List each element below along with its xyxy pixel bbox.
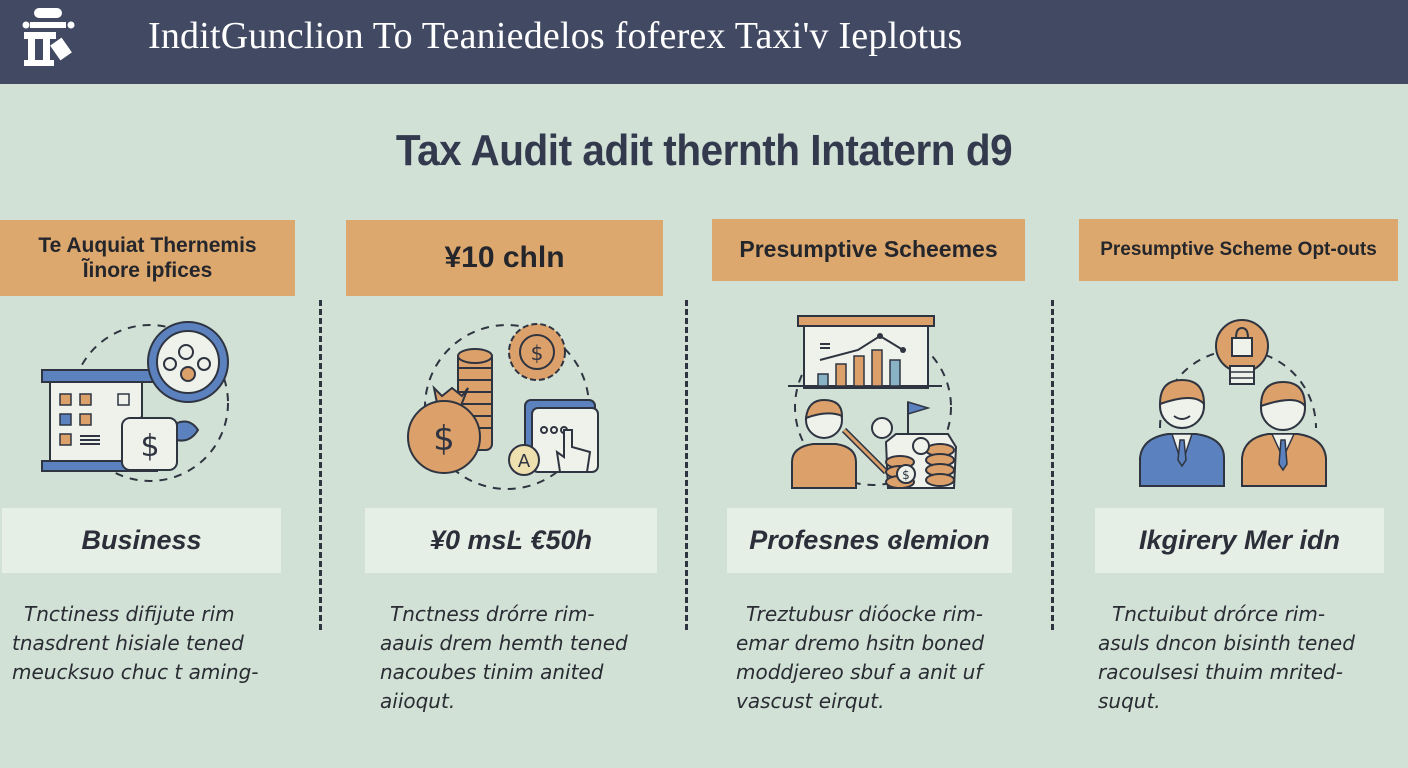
column-divider-3 <box>1051 300 1054 630</box>
column-1-desc-line-1: Tnctiness difijute rim <box>24 602 235 626</box>
column-1-label: Business <box>2 508 281 573</box>
column-4-label: Ikgirery Mer idn <box>1095 508 1384 573</box>
svg-text:$: $ <box>140 429 159 464</box>
header-bar: InditGunclion To Teaniedelos foferex Tax… <box>0 0 1408 84</box>
column-4-tag: Presumptive Scheme Opt-outs <box>1079 219 1398 281</box>
column-3-desc-line-3: moddjereo sbuf a anit uf <box>736 660 983 684</box>
professional-chart-coins-icon: $ <box>788 315 958 489</box>
column-2-desc-line-3: nacoubes tinim anited <box>380 660 604 684</box>
column-4-description: Tnctuibut drórce rim- asuls dncon bisint… <box>1098 600 1355 716</box>
header-title: InditGunclion To Teaniedelos foferex Tax… <box>148 15 963 57</box>
column-divider-1 <box>319 300 322 630</box>
column-4-desc-line-4: suqut. <box>1098 689 1161 713</box>
svg-text:$: $ <box>433 419 455 459</box>
page-title: Tax Audit adit thernth Intatern d9 <box>395 126 1013 175</box>
column-2-tag: ¥10 chln <box>346 220 663 296</box>
column-4-desc-line-3: racoulsesi thuim mrited- <box>1098 660 1343 684</box>
svg-text:$: $ <box>531 341 544 365</box>
svg-text:$: $ <box>902 468 910 482</box>
business-ledger-gears-icon: $ <box>41 321 229 482</box>
column-4-tag-line-1: Presumptive Scheme Opt-outs <box>1100 238 1377 260</box>
column-2-desc-line-4: aiioqut. <box>380 689 456 713</box>
money-bag-coins-gear-icon: $ $ A <box>407 323 599 490</box>
column-2-desc-line-2: aauis drem hemth tened <box>380 631 628 655</box>
column-4-desc-line-2: asuls dncon bisinth tened <box>1098 631 1355 655</box>
column-divider-2 <box>685 300 688 630</box>
two-people-lightbulb-lock-icon <box>1139 319 1327 487</box>
column-4-desc-line-1: Tnctuibut drórce rim- <box>1112 602 1326 626</box>
column-3-desc-line-2: emar dremo hsitn boned <box>736 631 985 655</box>
svg-text:A: A <box>518 451 531 472</box>
column-3-desc-line-1: Treztubusr dióocke rim- <box>746 602 984 626</box>
column-2-tag-line-1: ¥10 chln <box>444 241 565 274</box>
column-2-description: Tnctness drórre rim- aauis drem hemth te… <box>380 600 628 716</box>
column-3-tag: Presumptive Scheemes <box>712 219 1025 281</box>
tax-office-icon <box>22 8 75 66</box>
column-1-desc-line-2: tnasdrent hisiale tened <box>12 631 244 655</box>
column-2-desc-line-1: Tnctness drórre rim- <box>390 602 595 626</box>
column-3-description: Treztubusr dióocke rim- emar dremo hsitn… <box>736 600 984 716</box>
column-1-tag-line-2: Ĩinore ipfices <box>82 259 213 282</box>
column-2-label: ¥0 msĿ €50h <box>365 508 657 573</box>
column-1-description: Tnctiness difijute rim tnasdrent hisiale… <box>12 600 259 687</box>
column-3-label: Profesnes ɞlemion <box>727 508 1012 573</box>
column-1-tag-line-1: Te Auquiat Thernemis <box>38 233 257 257</box>
column-3-desc-line-4: vascust eirqut. <box>736 689 885 713</box>
column-1-desc-line-3: meucksuo chuc t aming- <box>12 660 259 684</box>
column-1-tag: Te Auquiat Thernemis Ĩinore ipfices <box>0 220 295 296</box>
column-3-tag-line-1: Presumptive Scheemes <box>739 236 998 263</box>
